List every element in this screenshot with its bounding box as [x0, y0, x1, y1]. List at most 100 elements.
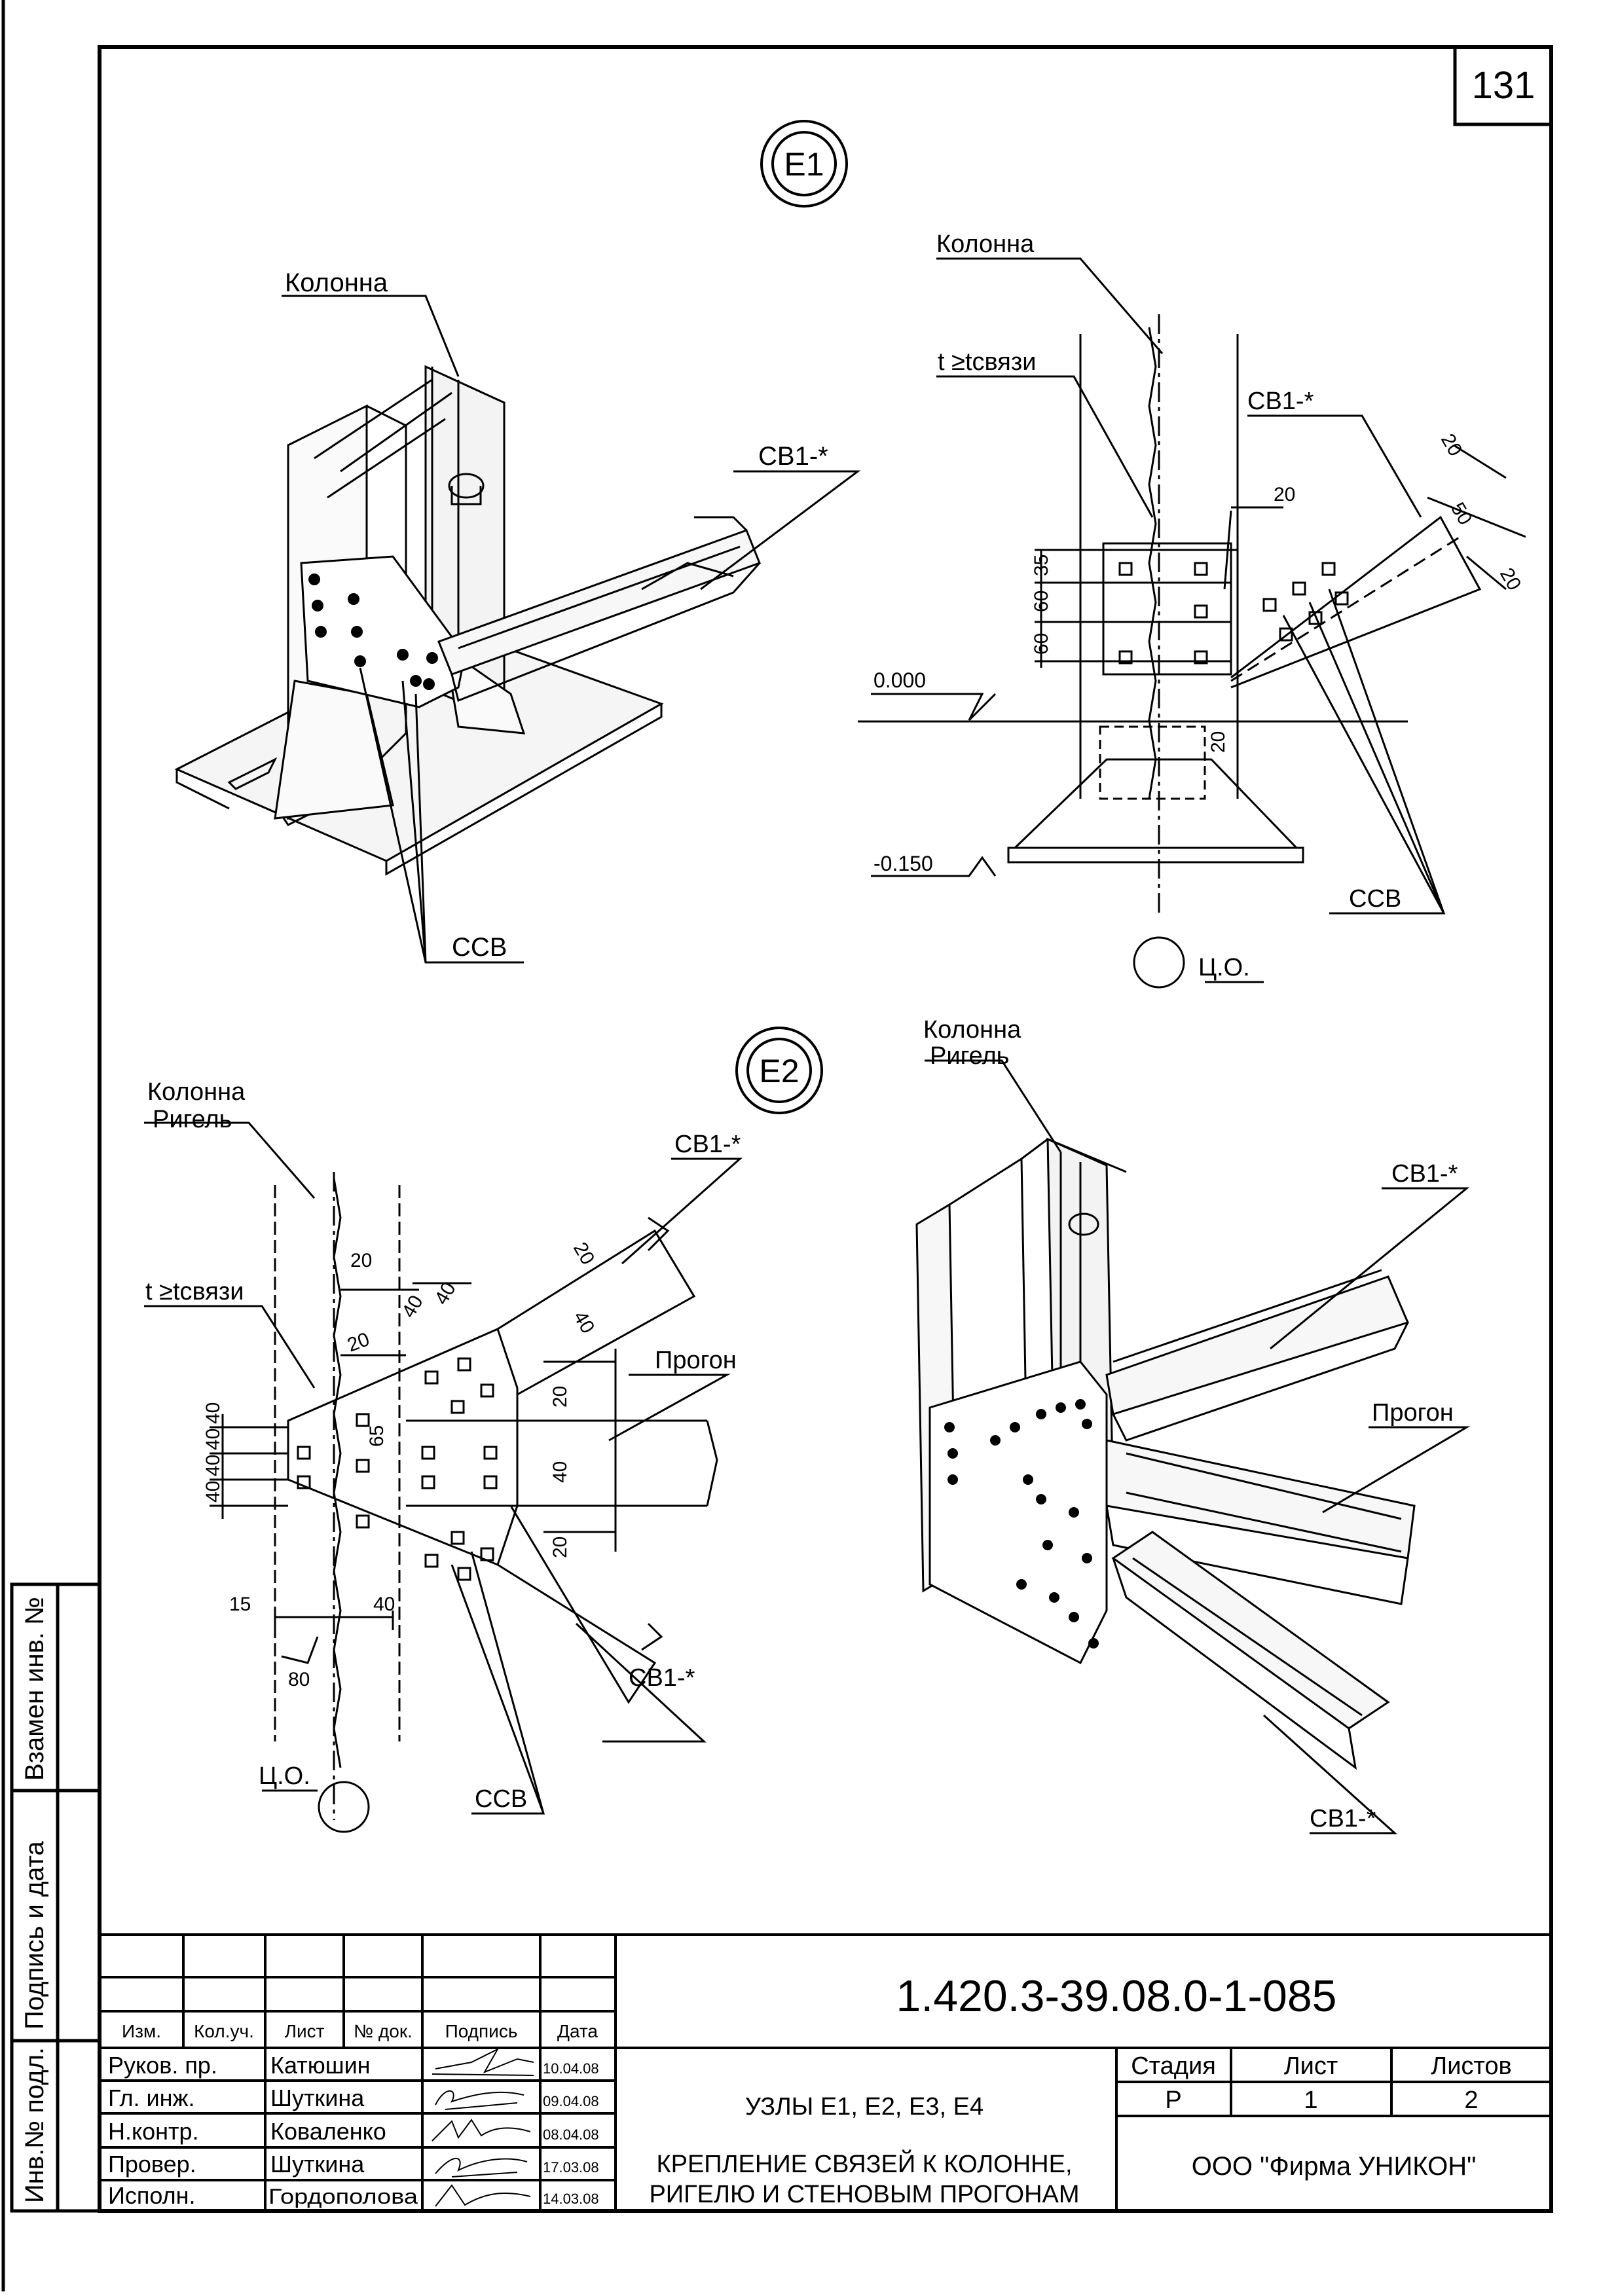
dim-label: 50 — [1446, 499, 1476, 528]
side-stamp-sign-date: Подпись и дата — [20, 1841, 49, 2030]
header-kol-uch: Кол.уч. — [194, 2021, 254, 2041]
dim-label: 40 — [549, 1461, 571, 1483]
sheet-label: Лист — [1284, 2052, 1338, 2080]
signer-role: Руков. пр. — [108, 2052, 217, 2079]
e1-elev-bolts — [1118, 562, 1349, 665]
dim-label: 40 — [202, 1402, 224, 1424]
e1-iso-bolts — [308, 574, 438, 690]
e1-elev-label-column: Колонна — [936, 230, 1035, 258]
title-block-headers: Изм. Кол.уч. Лист № док. Подпись Дата — [122, 2021, 598, 2041]
dim-label: 20 — [344, 1328, 373, 1356]
e1-elev-view — [858, 257, 1526, 983]
title-line1: УЗЛЫ Е1, Е2, Е3, Е4 — [745, 2093, 984, 2121]
sheets-value: 2 — [1464, 2086, 1478, 2114]
e1-iso-label-brace: СВ1-* — [758, 442, 828, 471]
e1-marker-text: E1 — [784, 146, 824, 183]
e2-elev-bolts — [297, 1357, 498, 1581]
header-list: Лист — [285, 2021, 325, 2041]
e2-elev-label-axis: Ц.О. — [259, 1762, 310, 1790]
signer-role: Исполн. — [108, 2182, 196, 2209]
e1-elev-level-top: 0.000 — [873, 668, 926, 692]
e1-elev-label-thickness: t ≥tсвязи — [938, 348, 1037, 376]
signer-role: Провер. — [108, 2151, 196, 2178]
e1-iso-label-bolts: ССВ — [452, 933, 507, 962]
side-stamp-replaced: Взамен инв. № — [20, 1597, 49, 1781]
title-line2a: КРЕПЛЕНИЕ СВЯЗЕЙ К КОЛОННЕ, — [656, 2149, 1072, 2178]
header-izm: Изм. — [122, 2021, 161, 2041]
e1-elev-label-axis: Ц.О. — [1198, 954, 1250, 981]
stage-value: Р — [1165, 2086, 1181, 2114]
e2-iso-view — [915, 1059, 1471, 1834]
sheet-number-box — [1453, 45, 1553, 126]
e1-marker: E1 — [760, 120, 848, 208]
e1-iso-view — [174, 365, 761, 876]
signer-date: 09.04.08 — [543, 2093, 599, 2109]
company-name: ООО "Фирма УНИКОН" — [1192, 2152, 1477, 2181]
dim-label: 20 — [350, 1250, 372, 1271]
e2-elev-label-thickness: t ≥tсвязи — [145, 1278, 244, 1305]
dim-label: 60 — [1031, 591, 1052, 612]
dim-label: 20 — [1496, 564, 1525, 594]
signer-name: Шуткина — [270, 2085, 365, 2111]
e2-elev-label-brace-bottom: СВ1-* — [629, 1664, 695, 1692]
e2-elev-label-beam: Ригель — [153, 1106, 232, 1133]
e2-iso-label-brace-bottom: СВ1-* — [1310, 1805, 1376, 1832]
sheets-label: Листов — [1431, 2052, 1511, 2080]
e2-elev-label-column: Колонна — [147, 1078, 246, 1106]
dim-label: 40 — [202, 1455, 224, 1476]
doc-code: 1.420.3-39.08.0-1-085 — [896, 1971, 1337, 2021]
dim-label: 80 — [288, 1669, 310, 1690]
dim-label: 20 — [1274, 484, 1295, 505]
title-line2b: РИГЕЛЮ И СТЕНОВЫМ ПРОГОНАМ — [649, 2181, 1079, 2208]
dim-label: 65 — [366, 1425, 388, 1447]
e1-iso-label-column: Колонна — [285, 268, 388, 297]
signatures — [432, 2047, 534, 2207]
signer-role: Гл. инж. — [108, 2085, 195, 2111]
title-block-grid — [100, 1933, 1551, 2211]
e2-iso-label-brace-top: СВ1-* — [1391, 1160, 1458, 1188]
dim-label: 35 — [1031, 555, 1052, 576]
dim-label: 20 — [1437, 430, 1466, 460]
header-date: Дата — [557, 2021, 598, 2041]
signer-name: Гордополова — [268, 2185, 418, 2208]
e1-elev-dims: 35 60 60 20 20 20 50 20 — [1031, 430, 1525, 753]
header-doc-no: № док. — [354, 2021, 413, 2041]
e2-marker-text: E2 — [759, 1053, 799, 1089]
e2-elev-label-brace-top: СВ1-* — [674, 1131, 741, 1158]
e2-marker: E2 — [735, 1027, 823, 1114]
dim-label: 40 — [397, 1292, 427, 1321]
dim-label: 20 — [569, 1239, 598, 1268]
e1-elev-level-bottom: -0.150 — [873, 852, 933, 875]
e2-elev-label-bolts: ССВ — [475, 1785, 527, 1813]
dim-label: 40 — [202, 1429, 224, 1450]
e2-elev-label-purlin: Прогон — [655, 1347, 737, 1374]
e2-iso-label-purlin: Прогон — [1372, 1399, 1454, 1427]
e2-iso-label-beam: Ригель — [930, 1042, 1009, 1070]
e1-elev-label-brace: СВ1-* — [1247, 388, 1314, 415]
dim-label: 20 — [1207, 731, 1229, 753]
signer-role: Н.контр. — [108, 2118, 199, 2145]
e2-iso-bolts — [944, 1399, 1099, 1649]
side-stamp-inv-no: Инв.№ подл. — [20, 2047, 49, 2203]
dim-label: 40 — [569, 1307, 598, 1337]
stage-label: Стадия — [1131, 2052, 1216, 2080]
signer-name: Шуткина — [270, 2151, 365, 2178]
signer-name: Катюшин — [270, 2052, 371, 2079]
sheet-number: 131 — [1472, 64, 1535, 107]
e1-elev-label-bolts: ССВ — [1349, 885, 1401, 913]
signer-name: Коваленко — [270, 2118, 386, 2145]
e2-elev-axis-circle — [318, 1781, 370, 1833]
signer-date: 14.03.08 — [543, 2191, 599, 2207]
sheet-value: 1 — [1304, 2086, 1317, 2114]
signers-table: Руков. пр. Катюшин 10.04.08 Гл. инж. Шут… — [108, 2052, 599, 2209]
dim-label: 40 — [373, 1594, 395, 1615]
e1-iso-leaders — [282, 295, 861, 964]
dim-label: 20 — [549, 1537, 571, 1558]
sheet-frame — [1, 0, 1553, 2291]
dim-label: 40 — [202, 1481, 224, 1503]
signer-date: 08.04.08 — [543, 2126, 599, 2143]
e2-elev-view — [144, 1121, 743, 1820]
signer-date: 17.03.08 — [543, 2159, 599, 2176]
header-signature: Подпись — [445, 2021, 518, 2041]
